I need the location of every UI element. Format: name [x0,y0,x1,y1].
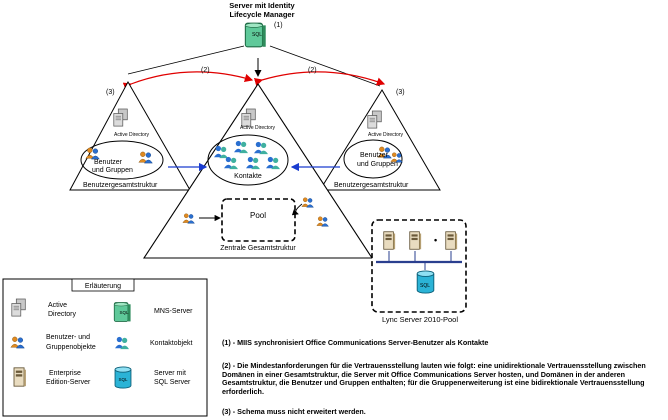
sql-server-icon [416,270,435,294]
central-forest-caption: Zentrale Gesamtstruktur [220,245,296,252]
link-to-right-forest [269,45,381,87]
legend-ug-label-2: Gruppenobjekte [46,344,96,351]
left-forest-marker: (3) [106,89,115,96]
lync-sql-label: SQL [420,283,430,289]
legend-mns-label: MNS-Server [154,308,193,315]
mns-server-top: SQL [244,22,267,48]
right-users-label-2: und Gruppen [357,161,398,168]
legend-ad-label-2: Directory [48,311,77,318]
right-forest-caption: Benutzergesamtstruktur [334,182,409,189]
server-ellipsis: • [434,235,437,245]
marker-2-left: (2) [201,67,210,74]
right-users-label-1: Benutzer [360,152,389,159]
note-1: (1) - MIIS synchronisiert Office Communi… [222,338,489,347]
pool-box [221,198,296,242]
lync-pool-caption: Lync Server 2010-Pool [382,315,458,324]
legend-ent-label-2: Edition-Server [46,379,91,386]
legend-title-box [71,278,135,292]
left-users-ellipse [80,140,164,180]
marker-1: (1) [274,22,283,29]
right-ad-label: Active Directory [368,132,404,138]
right-users-ellipse [343,139,403,179]
left-users-label-1: Benutzer [94,159,123,166]
link-to-left-forest [127,45,245,75]
enterprise-server-icon [445,231,458,250]
left-forest-triangle [69,80,191,191]
enterprise-server-icon [383,231,396,250]
top-server-title-1: Server mit Identity [229,1,295,10]
legend-ad-label-1: Active [48,302,67,309]
pool-label: Pool [250,211,266,220]
enterprise-server-icon [13,367,27,387]
left-ad-label: Active Directory [114,132,150,138]
note-3: (3) - Schema muss nicht erweitert werden… [222,407,366,416]
pool-arrow-right [291,203,303,216]
left-forest-caption: Benutzergesamtstruktur [83,182,158,189]
enterprise-server-icon [409,231,422,250]
trust-arrow-right [253,71,386,87]
contacts-ellipse [207,134,289,186]
legend-contact-label: Kontaktobjekt [150,340,192,347]
central-ad-label: Active Directory [240,125,276,131]
contacts-label: Kontakte [234,173,262,180]
legend-mns-sql: SQL [119,310,129,315]
right-forest-triangle [319,89,441,191]
left-users-label-2: und Gruppen [92,167,133,174]
trust-arrow-left [122,71,254,91]
legend-box [2,278,208,417]
note-2: (2) - Die Mindestanforderungen für die V… [222,361,646,396]
legend-sql-label-2: SQL Server [154,379,191,386]
legend-ug-label-1: Benutzer- und [46,334,90,341]
legend-ent-label-1: Enterprise [49,370,81,377]
legend-sql-label-1: Server mit [154,370,186,377]
marker-2-right: (2) [308,67,317,74]
lync-pool-box [371,219,467,313]
right-forest-marker: (3) [396,89,405,96]
top-server-title-2: Lifecycle Manager [229,10,294,19]
legend-sql-text: SQL [118,377,128,382]
top-server-sql-label: SQL [252,32,262,38]
legend-title: Erläuterung [85,283,121,290]
